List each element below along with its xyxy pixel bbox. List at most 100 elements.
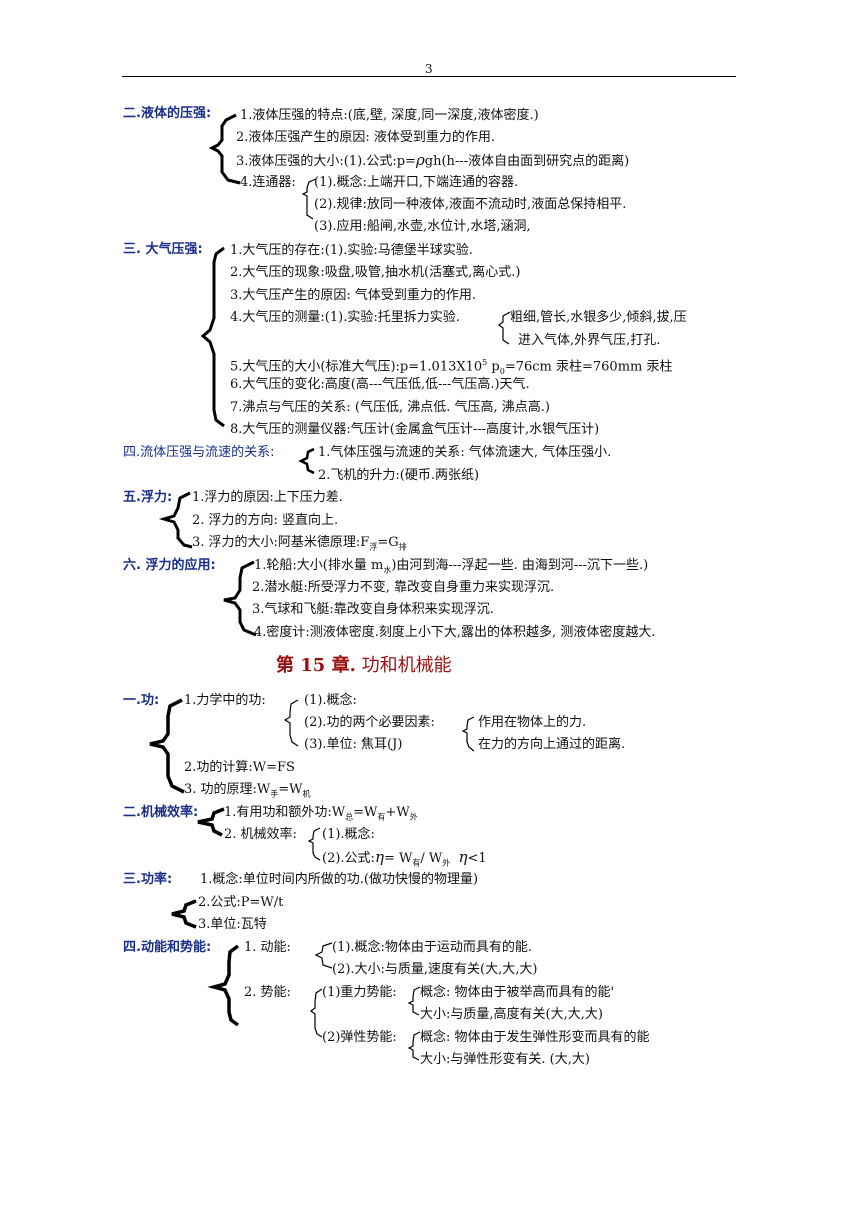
eta-symbol: η bbox=[458, 848, 468, 866]
chapter-name: 功和机械能 bbox=[355, 655, 452, 676]
section-heading-liquid-pressure: 二.液体的压强: bbox=[123, 106, 212, 121]
subscript: 0 bbox=[499, 366, 505, 376]
page-number: 3 bbox=[425, 62, 433, 76]
connector-item-3: (3).应用:船闸,水壶,水位计,水塔,涵洞, bbox=[314, 219, 531, 234]
atm-item-4-detail-1: 粗细,管长,水银多少,倾斜,拔,压 bbox=[510, 310, 687, 325]
efficiency-subitem-2: (2).公式:η= W有/ W外 η<1 bbox=[322, 849, 487, 872]
gravitational-potential-label: (1)重力势能: bbox=[322, 985, 397, 1000]
efficiency-formula-text-4: <1 bbox=[467, 851, 487, 866]
subscript: 水 bbox=[383, 565, 392, 575]
work-factor-2: 在力的方向上通过的距离. bbox=[478, 737, 626, 752]
atm-item-2: 2.大气压的现象:吸盘,吸管,抽水机(活塞式,离心式.) bbox=[230, 265, 521, 280]
atm-item-1: 1.大气压的存在:(1).实验:马德堡半球实验. bbox=[230, 243, 473, 258]
work-item-3-text: 3. 功的原理:W bbox=[184, 782, 271, 797]
brace-buoyancy bbox=[158, 491, 193, 549]
brace-liquid-pressure bbox=[208, 113, 317, 220]
formula-text-2: gh(h---液体自由面到研究点的距离) bbox=[424, 154, 630, 169]
liquid-pressure-item-2: 2.液体压强产生的原因: 液体受到重力的作用. bbox=[236, 130, 496, 145]
brace-fluid-velocity bbox=[298, 447, 315, 475]
brace-atmospheric-pressure bbox=[200, 246, 511, 428]
buoyancy-item-3-text: 3. 浮力的大小:阿基米德原理:F bbox=[192, 535, 370, 550]
atm-item-5-text-2: p bbox=[487, 359, 500, 375]
atm-item-6: 6.大气压的变化:高度(高---气压低,低---气压高.)天气. bbox=[230, 377, 530, 392]
section-heading-power: 三.功率: bbox=[123, 872, 173, 887]
application-item-3: 3.气球和飞艇:靠改变自身体积来实现浮沉. bbox=[252, 602, 494, 617]
energy-item-2: 2. 势能: bbox=[244, 985, 291, 1000]
chapter-title: 第 15 章. 功和机械能 bbox=[276, 655, 452, 677]
chapter-number: 第 15 章. bbox=[276, 655, 356, 676]
fluid-item-2: 2.飞机的升力:(硬币.两张纸) bbox=[318, 468, 480, 483]
elastic-potential-label: (2)弹性势能: bbox=[322, 1030, 397, 1045]
atm-item-4-detail-2: 进入气体,外界气压,打孔. bbox=[518, 333, 661, 348]
atm-item-8: 8.大气压的测量仪器:气压计(金属盒气压计---高度计,水银气压计) bbox=[230, 422, 600, 437]
elastic-potential-concept: 概念: 物体由于发生弹性形变而具有的能 bbox=[420, 1030, 650, 1045]
brace-energy bbox=[207, 942, 421, 1061]
application-item-2: 2.潜水艇:所受浮力不变, 靠改变自身重力来实现浮沉. bbox=[252, 580, 555, 595]
section-heading-energy: 四.动能和势能: bbox=[123, 940, 212, 955]
atm-item-5: 5.大气压的大小(标准大气压):p=1.013X105 p0=76cm 汞柱=7… bbox=[230, 355, 672, 380]
brace-power bbox=[171, 899, 197, 929]
work-item-2: 2.功的计算:W=FS bbox=[184, 760, 295, 775]
work-item-1: 1.力学中的功: bbox=[184, 693, 266, 708]
application-item-1-text: 1.轮船:大小(排水量 m bbox=[254, 558, 384, 573]
subscript: 有 bbox=[412, 858, 421, 868]
buoyancy-item-3: 3. 浮力的大小:阿基米德原理:F浮=G排 bbox=[192, 535, 407, 556]
efficiency-formula-text: (2).公式: bbox=[322, 851, 375, 866]
kinetic-subitem-1: (1).概念:物体由于运动而具有的能. bbox=[332, 940, 533, 955]
work-subitem-3: (3).单位: 焦耳(J) bbox=[304, 737, 403, 752]
formula-text: 3.液体压强的大小:(1).公式:p= bbox=[236, 154, 416, 169]
power-item-3: 3.单位:瓦特 bbox=[198, 917, 267, 932]
efficiency-item-1-text-3: +W bbox=[385, 805, 410, 820]
connector-item-2: (2).规律:放同一种液体,液面不流动时,液面总保持相平. bbox=[314, 197, 627, 212]
subscript: 机 bbox=[302, 789, 311, 799]
work-item-3-text-2: =W bbox=[278, 782, 303, 797]
liquid-pressure-item-4: 4.连通器: bbox=[240, 175, 296, 190]
liquid-pressure-item-3: 3.液体压强的大小:(1).公式:p=ρgh(h---液体自由面到研究点的距离) bbox=[236, 152, 629, 170]
fluid-item-1: 1.气体压强与流速的关系: 气体流速大, 气体压强小. bbox=[318, 445, 612, 460]
atm-item-4: 4.大气压的测量:(1).实验:托里拆力实验. bbox=[230, 310, 460, 325]
power-item-1: 1.概念:单位时间内所做的功.(做功快慢的物理量) bbox=[200, 872, 479, 887]
subscript: 有 bbox=[377, 812, 386, 822]
rho-symbol: ρ bbox=[415, 151, 425, 169]
efficiency-item-1: 1.有用功和额外功:W总=W有+W外 bbox=[224, 805, 418, 826]
connector-item-1: (1).概念:上端开口,下端连通的容器. bbox=[314, 175, 519, 190]
buoyancy-item-2: 2. 浮力的方向: 竖直向上. bbox=[192, 513, 339, 528]
liquid-pressure-item-1: 1.液体压强的特点:(底,壁, 深度,同一深度,液体密度.) bbox=[240, 108, 539, 123]
exponent: 5 bbox=[482, 358, 488, 367]
brace-efficiency bbox=[197, 807, 321, 861]
brace-buoyancy-applications bbox=[223, 560, 257, 637]
application-item-1: 1.轮船:大小(排水量 m水)由河到海---浮起一些. 由海到河---沉下一些.… bbox=[254, 558, 648, 579]
atm-item-5-text: 5.大气压的大小(标准大气压):p=1.013X10 bbox=[230, 359, 483, 375]
buoyancy-item-3-text-2: =G bbox=[377, 535, 399, 550]
application-item-4: 4.密度计:测液体密度.刻度上小下大,露出的体积越多, 测液体密度越大. bbox=[254, 625, 656, 640]
work-subitem-2: (2).功的两个必要因素: bbox=[304, 715, 435, 730]
efficiency-subitem-1: (1).概念: bbox=[322, 827, 375, 842]
kinetic-subitem-2: (2).大小:与质量,速度有关(大,大,大) bbox=[332, 962, 538, 977]
subscript: 手 bbox=[270, 789, 279, 799]
buoyancy-item-1: 1.浮力的原因:上下压力差. bbox=[192, 490, 343, 505]
section-heading-work: 一.功: bbox=[123, 693, 160, 708]
efficiency-item-2: 2. 机械效率: bbox=[224, 827, 297, 842]
subscript: 总 bbox=[345, 812, 354, 822]
efficiency-item-1-text-2: =W bbox=[353, 805, 378, 820]
subscript: 排 bbox=[398, 542, 407, 552]
gravitational-potential-size: 大小:与质量,高度有关(大,大,大) bbox=[420, 1007, 603, 1022]
efficiency-formula-text-2: = W bbox=[383, 851, 413, 866]
work-item-3: 3. 功的原理:W手=W机 bbox=[184, 782, 311, 803]
header-rule bbox=[122, 76, 736, 77]
section-heading-buoyancy: 五.浮力: bbox=[123, 490, 173, 505]
subscript: 外 bbox=[409, 812, 418, 822]
energy-item-1: 1. 动能: bbox=[244, 940, 291, 955]
section-heading-fluid-velocity: 四.流体压强与流速的关系: bbox=[123, 445, 275, 460]
atm-item-3: 3.大气压产生的原因: 气体受到重力的作用. bbox=[230, 288, 477, 303]
subscript: 浮 bbox=[369, 542, 378, 552]
work-factor-1: 作用在物体上的力. bbox=[478, 715, 587, 730]
efficiency-item-1-text: 1.有用功和额外功:W bbox=[224, 805, 346, 820]
gravitational-potential-concept: 概念: 物体由于被举高而具有的能' bbox=[420, 985, 615, 1000]
application-item-1-text-2: )由河到海---浮起一些. 由海到河---沉下一些.) bbox=[391, 558, 649, 573]
section-heading-buoyancy-applications: 六. 浮力的应用: bbox=[123, 558, 216, 573]
elastic-potential-size: 大小:与弹性形变有关. (大,大) bbox=[420, 1052, 590, 1067]
power-item-2: 2.公式:P=W/t bbox=[198, 895, 284, 910]
efficiency-formula-text-3: / W bbox=[420, 851, 443, 866]
eta-symbol: η bbox=[374, 848, 384, 866]
